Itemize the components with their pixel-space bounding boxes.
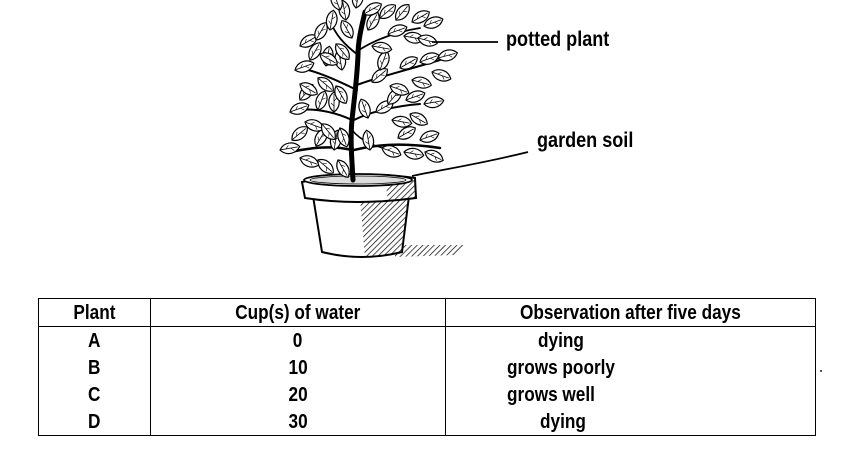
header-observation: Observation after five days (445, 298, 816, 327)
pot-shadow (395, 245, 465, 257)
flower-pot (300, 173, 418, 258)
stray-mark (820, 370, 822, 372)
observation-cell: grows poorly (445, 354, 816, 381)
water-cell: 20 (150, 381, 446, 408)
plant-cell: D (38, 408, 151, 436)
table-row: D 30 dying (38, 408, 816, 436)
potted-plant-label: potted plant (506, 28, 610, 51)
water-cell: 10 (150, 354, 446, 381)
plant-cell: C (38, 381, 151, 408)
observation-cell: grows well (445, 381, 816, 408)
plant-cell: A (38, 326, 151, 354)
table-row: B 10 grows poorly (38, 354, 816, 381)
garden-soil (309, 175, 407, 185)
table-row: A 0 dying (38, 326, 816, 354)
foliage (278, 0, 460, 181)
header-plant: Plant (38, 298, 151, 327)
plant-cell: B (38, 354, 151, 381)
header-cups-of-water: Cup(s) of water (150, 298, 446, 327)
water-observation-table: Plant Cup(s) of water Observation after … (38, 298, 816, 436)
water-cell: 0 (150, 326, 446, 354)
garden-soil-label: garden soil (537, 129, 634, 152)
water-cell: 30 (150, 408, 446, 436)
table-row: C 20 grows well (38, 381, 816, 408)
table-header-row: Plant Cup(s) of water Observation after … (38, 298, 816, 327)
observation-cell: dying (445, 326, 816, 354)
observation-cell: dying (445, 408, 816, 436)
garden-soil-leader-line (411, 151, 529, 177)
potted-plant-illustration (278, 0, 529, 258)
